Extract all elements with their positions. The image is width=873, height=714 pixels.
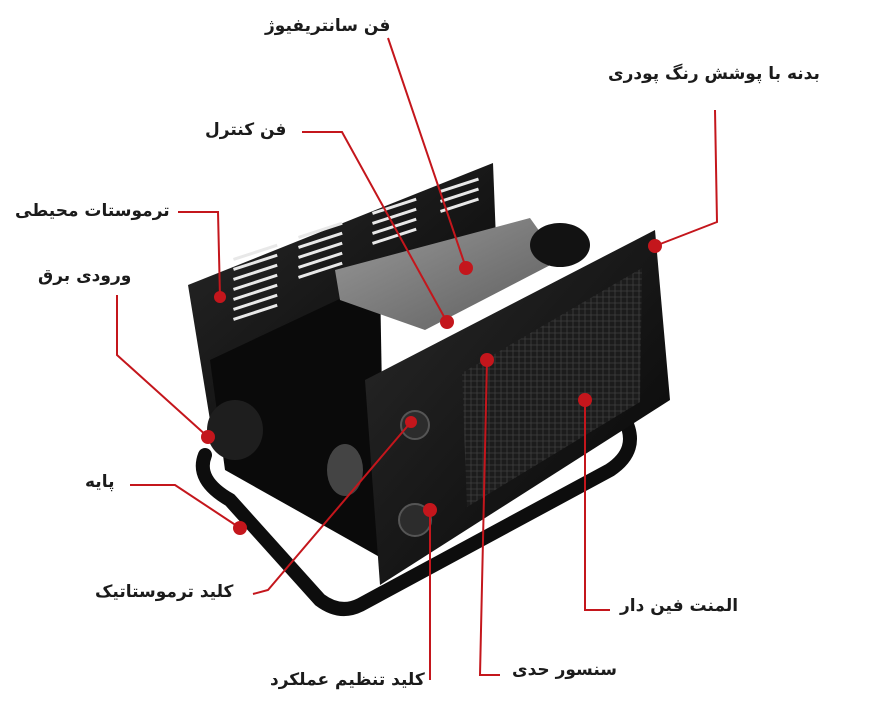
dot-centrifugal-fan [459,261,473,275]
dot-body [648,239,662,253]
label-stand: پایه [85,472,115,492]
leader-control-fan [302,131,448,323]
fan-housing [335,218,590,330]
leader-stand [130,484,241,529]
label-finned-element: المنت فین دار [620,596,739,616]
label-centrifugal-fan: فن سانتریفیوژ [265,16,391,36]
dot-power-input [201,430,215,444]
dot-control-fan [440,315,454,329]
dot-finned-element [578,393,592,407]
label-function-switch: کلید تنظیم عملکرد [270,670,425,690]
label-ambient-thermostat: ترموستات محیطی [15,201,170,221]
dot-limit-sensor [480,353,494,367]
label-limit-sensor: سنسور حدی [512,660,617,680]
label-power-input: ورودی برق [38,266,132,286]
label-control-fan: فن کنترل [205,120,287,140]
side-body [207,280,385,560]
stand-frame [195,413,637,616]
leader-ambient-thermostat [178,211,221,298]
leader-thermostat-switch [252,421,412,595]
leader-finned-element [584,400,610,611]
leader-limit-sensor [478,359,500,676]
leader-body [654,109,719,247]
leader-centrifugal-fan [387,37,467,269]
dot-stand [233,521,247,535]
leader-power-input [116,295,209,438]
dot-thermostat-switch [405,416,417,428]
dot-ambient-thermostat [214,291,226,303]
label-powder-coated-body: بدنه با پوشش رنگ پودری [608,64,820,84]
dot-function-switch [423,503,437,517]
label-thermostat-switch: کلید ترموستاتیک [95,582,234,602]
